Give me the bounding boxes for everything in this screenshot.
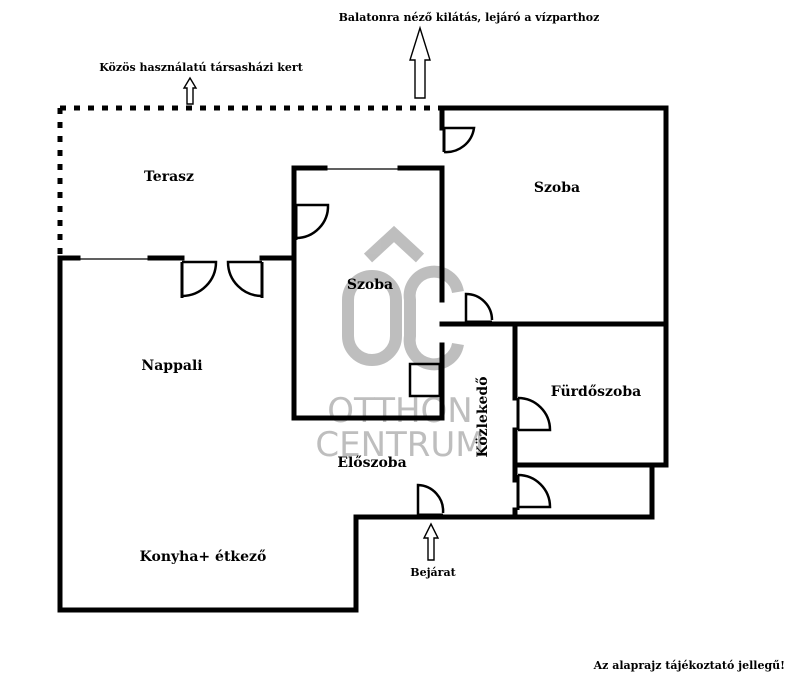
view-arrow-icon	[409, 25, 431, 99]
view-annotation: Balatonra néző kilátás, lejáró a vízpart…	[339, 11, 600, 24]
door-icon	[294, 203, 330, 240]
entrance-door-icon	[416, 483, 445, 517]
room-label-hall: Előszoba	[337, 455, 406, 471]
room-label-bathroom: Fürdőszoba	[551, 384, 641, 400]
door-icon	[408, 362, 442, 398]
room-label-room-top-right: Szoba	[534, 180, 580, 196]
door-icon	[516, 396, 552, 432]
terrace-boundary	[57, 105, 440, 255]
walls	[57, 105, 669, 613]
entrance-annotation: Bejárat	[410, 566, 456, 579]
garden-arrow-icon	[182, 76, 198, 105]
room-label-living: Nappali	[141, 358, 202, 374]
door-icon	[442, 126, 476, 154]
doors	[180, 126, 552, 517]
entrance-arrow-icon	[422, 522, 440, 561]
garden-annotation: Közös használatú társasházi kert	[99, 61, 303, 74]
otthon-centrum-watermark: OTTHON CENTRUM	[315, 225, 485, 465]
room-label-kitchen: Konyha+ étkező	[140, 549, 267, 565]
room-label-terrace: Terasz	[144, 169, 194, 185]
watermark-line-1: OTTHON	[327, 391, 472, 431]
door-icon	[464, 292, 494, 324]
room-label-corridor: Közlekedő	[475, 376, 491, 457]
watermark-line-2: CENTRUM	[315, 425, 484, 465]
door-icon	[516, 473, 552, 510]
disclaimer-note: Az alaprajz tájékoztató jellegű!	[593, 659, 785, 672]
double-door-icon	[180, 260, 264, 298]
room-label-room-middle: Szoba	[347, 277, 393, 293]
